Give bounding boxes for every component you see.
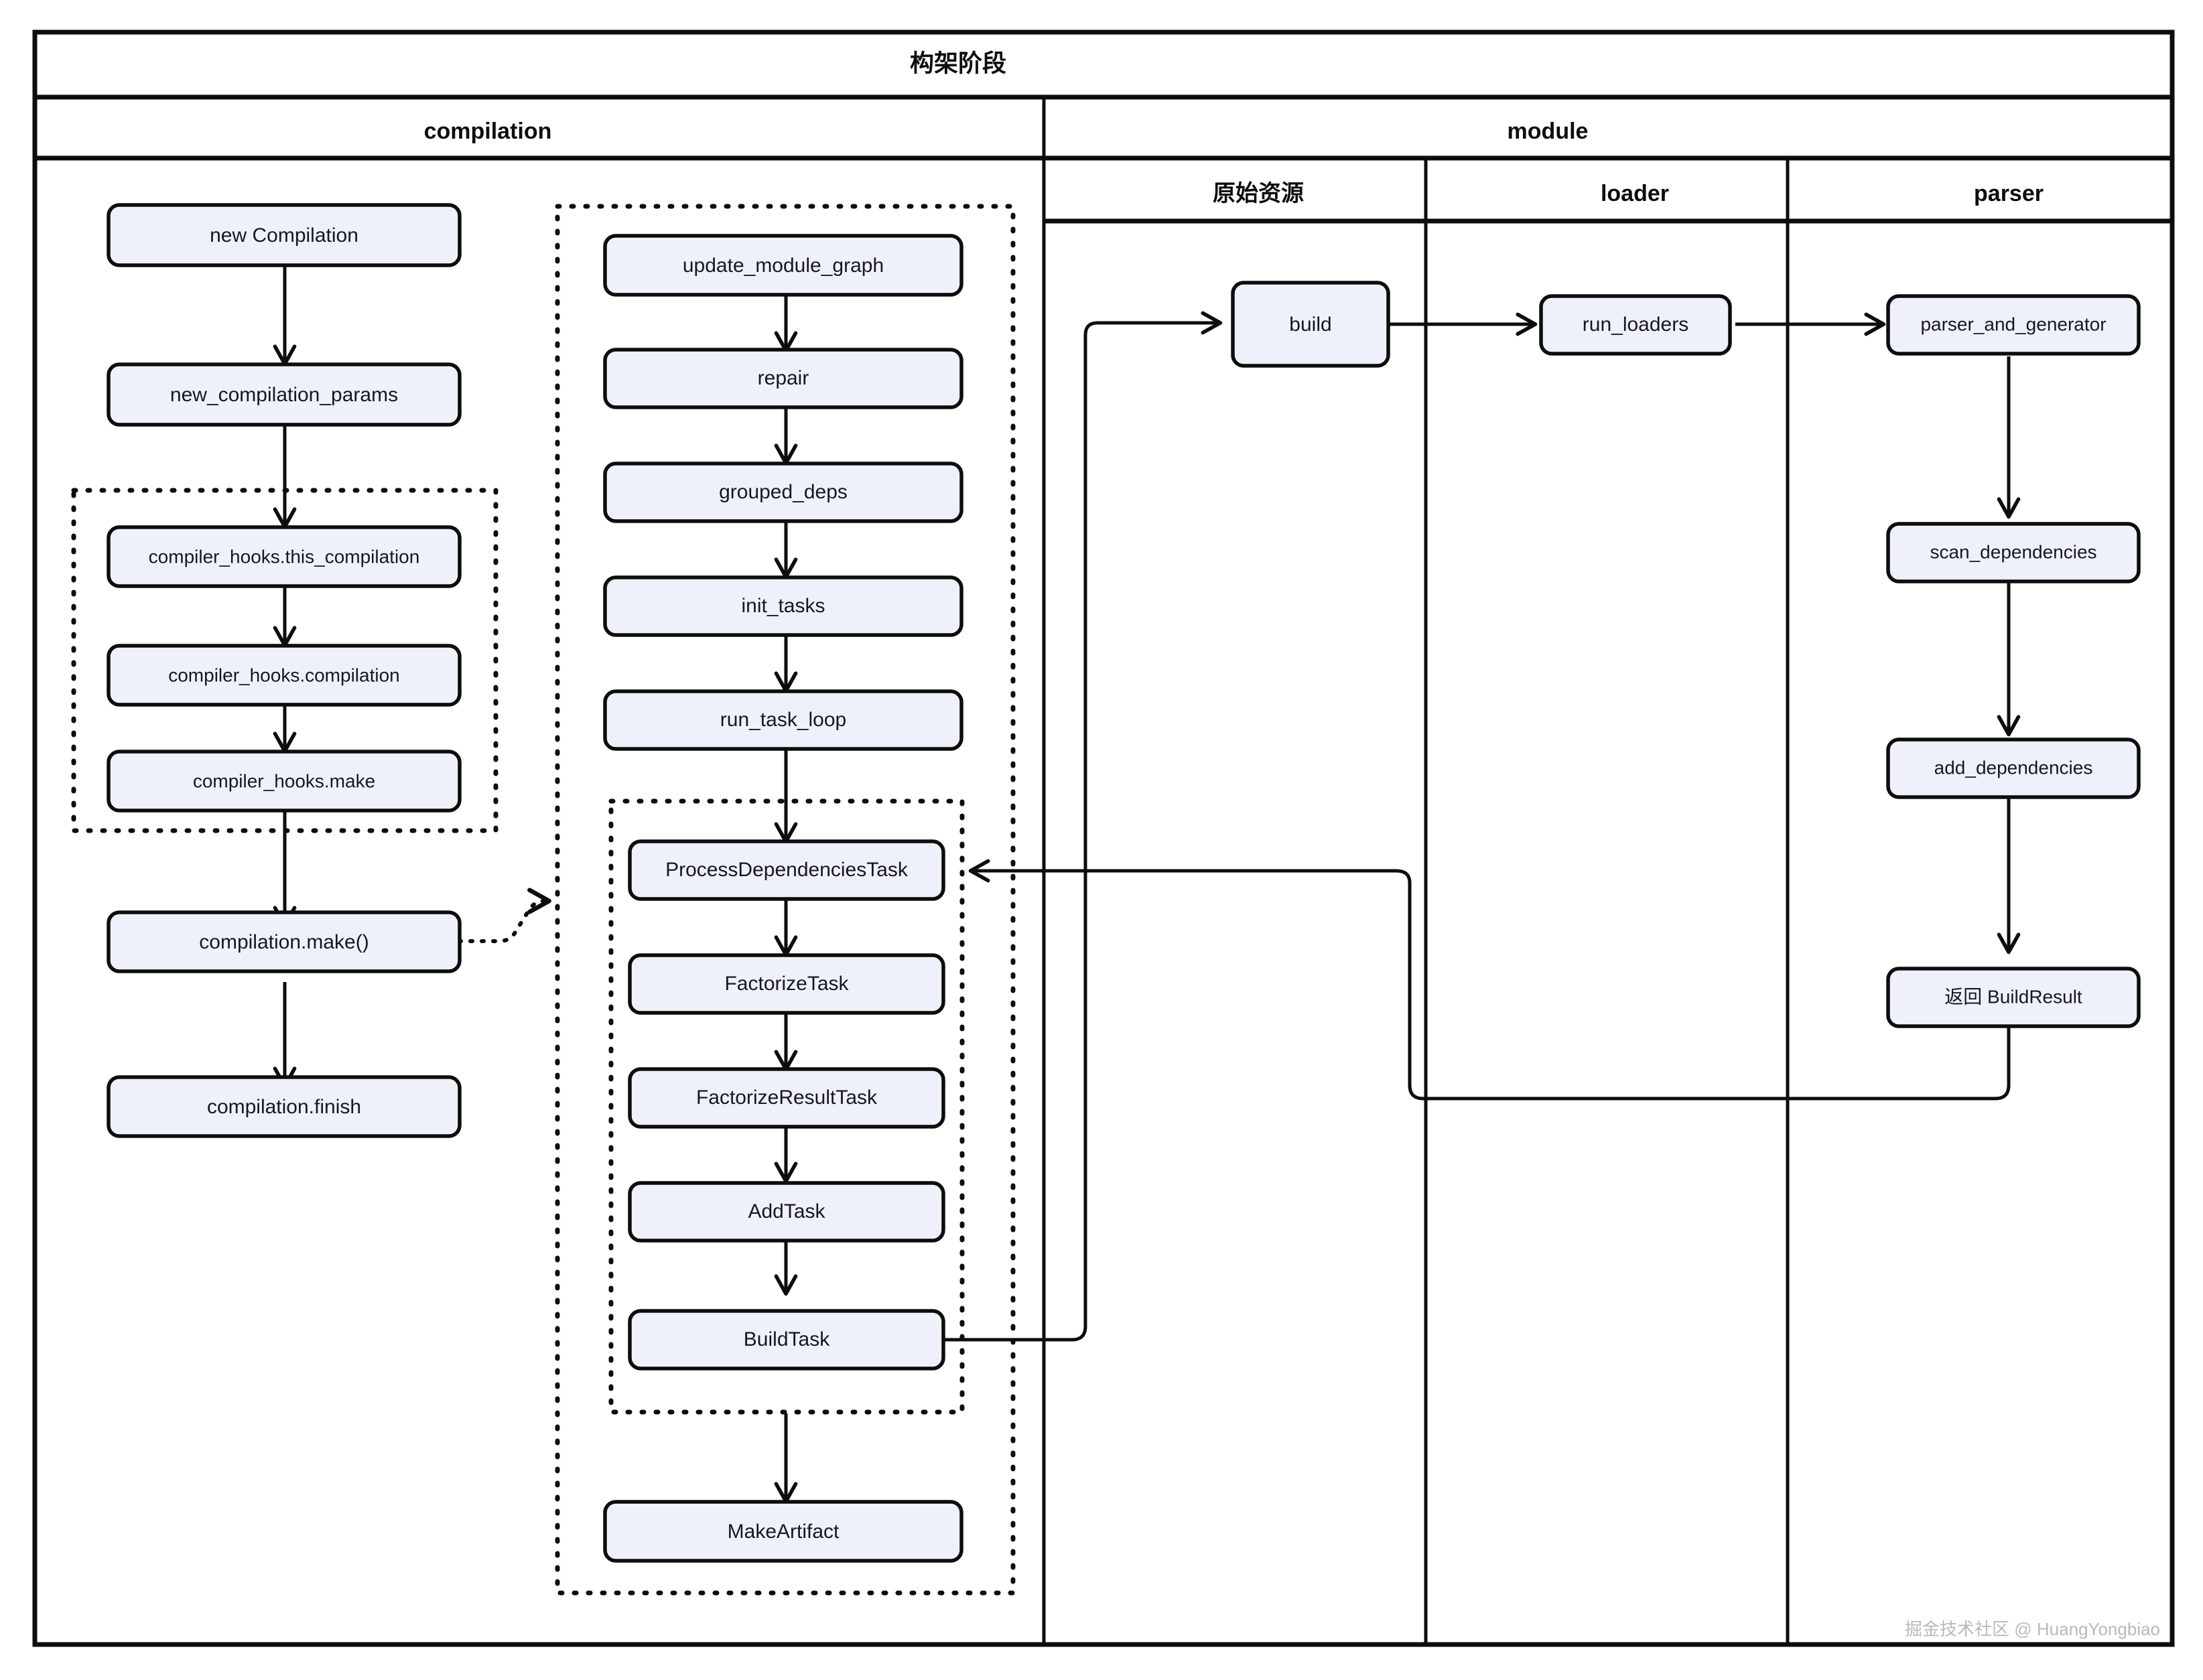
node-label: compiler_hooks.this_compilation [149,546,420,567]
node-label: compilation.make() [199,931,369,953]
lane-title-module: module [1508,119,1589,144]
node-run-task-loop[interactable]: run_task_loop [603,689,963,751]
node-label: AddTask [748,1200,825,1222]
node-label: BuildTask [744,1328,830,1350]
node-parser-and-generator[interactable]: parser_and_generator [1886,294,2141,356]
node-label: 返回 BuildResult [1944,986,2082,1007]
node-add-dependencies[interactable]: add_dependencies [1886,738,2141,799]
node-label: add_dependencies [1934,757,2093,778]
node-label: new Compilation [210,224,358,247]
lane-title-compilation: compilation [424,119,552,144]
node-scan-dependencies[interactable]: scan_dependencies [1886,522,2141,583]
node-label: init_tasks [741,595,825,617]
node-build-task[interactable]: BuildTask [628,1309,945,1371]
node-label: FactorizeTask [724,973,849,995]
edges-module [1388,312,2021,955]
node-new-compilation-params[interactable]: new_compilation_params [107,362,462,427]
node-label: new_compilation_params [170,384,398,406]
node-label: ProcessDependenciesTask [665,859,909,881]
node-factorize-task[interactable]: FactorizeTask [628,953,945,1015]
node-label: grouped_deps [719,481,848,503]
node-make-artifact[interactable]: MakeArtifact [603,1500,963,1563]
node-compiler-hooks-make[interactable]: compiler_hooks.make [107,750,462,813]
node-process-dependencies-task[interactable]: ProcessDependenciesTask [628,839,945,901]
node-label: update_module_graph [683,255,884,277]
node-repair[interactable]: repair [603,348,963,409]
node-label: compiler_hooks.make [193,770,375,791]
node-build[interactable]: build [1231,281,1390,368]
sublane-title-loader: loader [1601,181,1669,206]
pool-frame [32,29,2175,1647]
node-compilation-make[interactable]: compilation.make() [107,910,462,973]
group-task-loop [608,798,965,1415]
node-label: repair [758,367,809,389]
node-compiler-hooks-this-compilation[interactable]: compiler_hooks.this_compilation [107,525,462,588]
node-label: run_loaders [1583,313,1688,336]
node-add-task[interactable]: AddTask [628,1181,945,1243]
node-compiler-hooks-compilation[interactable]: compiler_hooks.compilation [107,644,462,707]
edges-cross-lane [941,311,2011,1342]
node-factorize-result-task[interactable]: FactorizeResultTask [628,1067,945,1129]
pool-title: 构架阶段 [910,50,1006,77]
node-label: FactorizeResultTask [696,1087,878,1109]
node-update-module-graph[interactable]: update_module_graph [603,234,963,297]
node-return-build-result[interactable]: 返回 BuildResult [1886,967,2141,1028]
node-label: parser_and_generator [1920,313,2106,334]
node-label: run_task_loop [720,709,846,731]
group-make-outer [555,204,1016,1596]
node-compilation-finish[interactable]: compilation.finish [107,1075,462,1138]
node-new-compilation[interactable]: new Compilation [107,203,462,267]
edges-compilation [273,265,551,1089]
node-label: build [1289,313,1331,336]
node-init-tasks[interactable]: init_tasks [603,575,963,637]
node-run-loaders[interactable]: run_loaders [1539,294,1732,356]
node-grouped-deps[interactable]: grouped_deps [603,462,963,523]
sublane-title-parser: parser [1974,181,2044,206]
node-label: compilation.finish [207,1096,361,1118]
sublane-title-source: 原始资源 [1213,181,1304,206]
node-label: compiler_hooks.compilation [168,664,400,685]
watermark-text: 掘金技术社区 @ HuangYongbiao [1905,1619,2160,1639]
node-label: MakeArtifact [728,1521,840,1543]
node-label: scan_dependencies [1930,541,2096,562]
